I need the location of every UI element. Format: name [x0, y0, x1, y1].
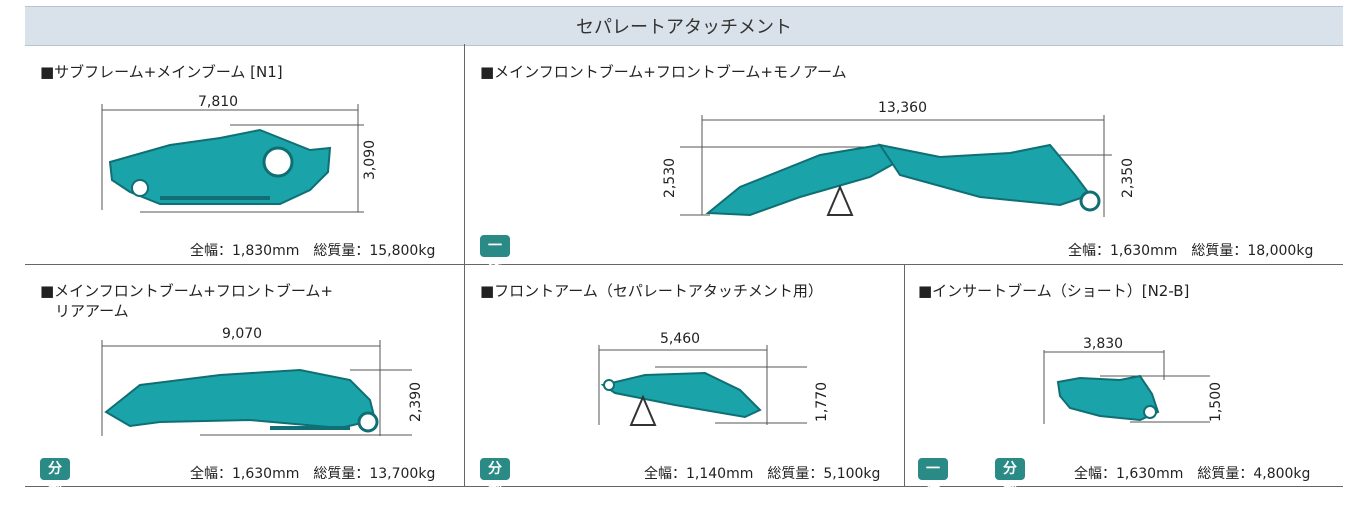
height-dimension: 3,090 [362, 139, 379, 181]
section-title: セパレートアタッチメント [576, 17, 792, 38]
spec-text: 全幅：1,630mm 総質量：13,700kg [190, 466, 436, 482]
spec-text: 全幅：1,140mm 総質量：5,100kg [644, 466, 881, 482]
width-dimension: 7,810 [198, 94, 239, 110]
height-dimension: 2,390 [408, 381, 425, 423]
divider-middle [25, 264, 1343, 265]
spec-text: 全幅：1,630mm 総質量：4,800kg [1074, 466, 1311, 482]
badge-integrated: 一体型 [918, 458, 948, 521]
badge-integrated: 一体型 [480, 235, 510, 298]
panel-title: ■サブフレーム+メインブーム [N1] [40, 63, 283, 81]
machine-drawing [1043, 350, 1210, 424]
panel-title: ■メインフロントブーム+フロントブーム+ リアアーム [40, 282, 333, 320]
badge-split: 分割型 [40, 458, 70, 521]
machine-drawing [598, 345, 807, 426]
divider-bottom [25, 486, 1343, 487]
panel-title: ■インサートブーム（ショート）[N2-B] [918, 282, 1190, 300]
machine-drawing [680, 115, 1112, 217]
panel-title: ■フロントアーム（セパレートアタッチメント用） [480, 282, 823, 300]
machine-drawing [101, 340, 412, 436]
height-dimension: 1,770 [814, 381, 831, 423]
badge-split: 分割型 [995, 458, 1025, 521]
divider-vertical-1 [464, 44, 465, 486]
badge-split: 分割型 [480, 458, 510, 521]
divider-vertical-2 [904, 264, 905, 486]
width-dimension: 3,830 [1083, 336, 1124, 352]
width-dimension: 9,070 [222, 326, 263, 342]
section-header: セパレートアタッチメント [25, 6, 1343, 46]
width-dimension: 13,360 [878, 100, 927, 116]
panel-title: ■メインフロントブーム+フロントブーム+モノアーム [480, 63, 847, 81]
spec-text: 全幅：1,830mm 総質量：15,800kg [190, 243, 436, 259]
height-dimension: 1,500 [1208, 381, 1225, 423]
height-dimension-right: 2,350 [1120, 157, 1137, 199]
machine-drawing [101, 104, 364, 213]
width-dimension: 5,460 [660, 331, 701, 347]
height-dimension-left: 2,530 [662, 157, 679, 199]
spec-text: 全幅：1,630mm 総質量：18,000kg [1068, 243, 1314, 259]
